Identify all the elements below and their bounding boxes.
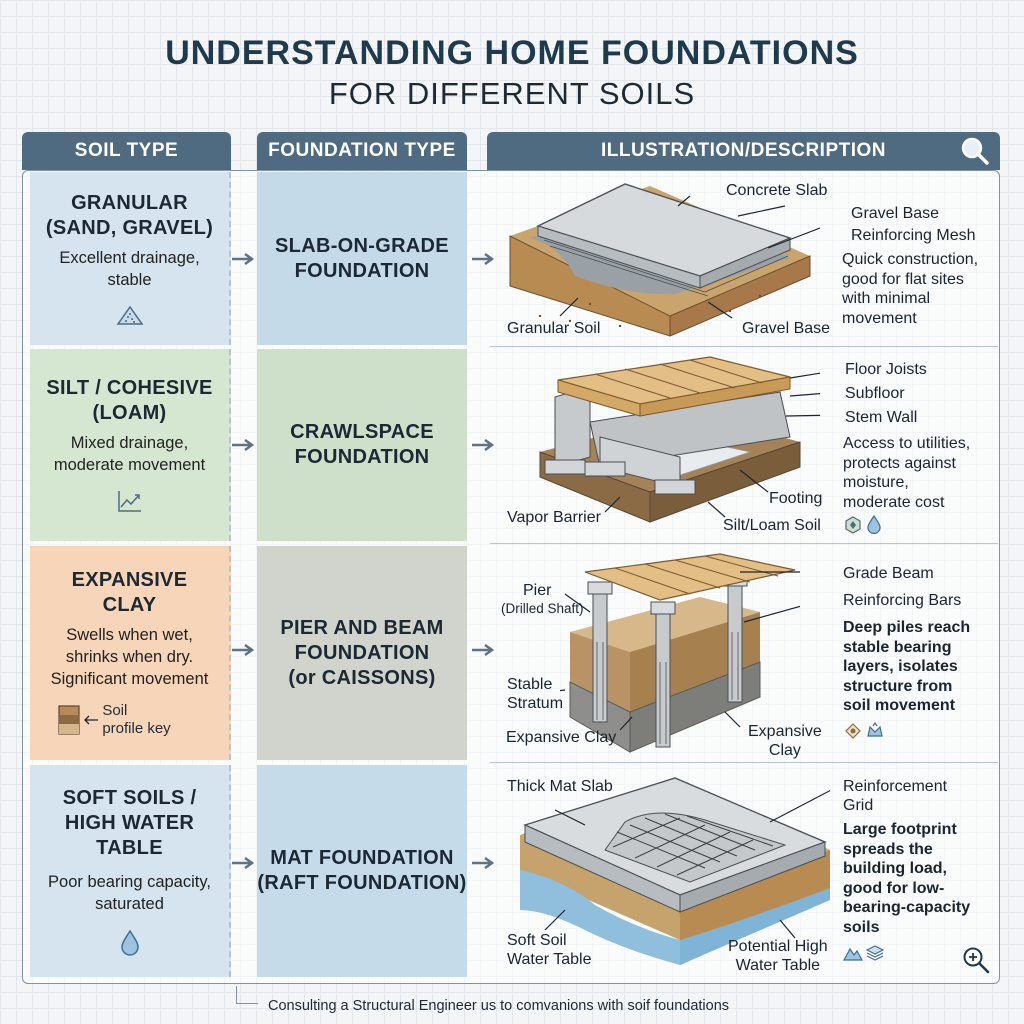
arrow-right-icon bbox=[472, 643, 495, 657]
page-title: UNDERSTANDING HOME FOUNDATIONS bbox=[165, 34, 859, 72]
soil-name: CLAY bbox=[102, 594, 157, 616]
label-gravel-base-bottom: Gravel Base bbox=[742, 320, 831, 337]
label-drilled-shaft: (Drilled Shaft) bbox=[501, 601, 584, 616]
soil-description: Swells when wet,shrinks when dry.Signifi… bbox=[50, 626, 209, 688]
water-drop-icon bbox=[120, 929, 139, 956]
foundation-name: SLAB-ON-GRADE bbox=[275, 234, 449, 257]
soil-description: Excellent drainage,stable bbox=[59, 248, 200, 289]
arrow-left-icon bbox=[84, 715, 99, 725]
label-reinforcing-mesh: Reinforcing Mesh bbox=[851, 227, 976, 244]
label-thick-mat-slab: Thick Mat Slab bbox=[507, 778, 613, 795]
slab-on-grade-illustration bbox=[509, 183, 820, 337]
soil-name: TABLE bbox=[96, 836, 163, 859]
layers-icon bbox=[866, 945, 884, 961]
soil-description: Mixed drainage,moderate movement bbox=[53, 434, 206, 474]
shield-icon bbox=[845, 516, 861, 534]
soil-name: (SAND, GRAVEL) bbox=[45, 216, 214, 239]
row-divider bbox=[490, 762, 998, 763]
soil-name: SOFT SOILS / bbox=[62, 786, 197, 809]
foundation-name: PIER AND BEAM bbox=[280, 616, 444, 639]
label-pier: Pier bbox=[523, 582, 552, 599]
soil-name: (LOAM) bbox=[92, 402, 167, 424]
row-divider bbox=[490, 543, 998, 544]
label-grade-beam: Grade Beam bbox=[843, 565, 934, 582]
foundation-name: (or CAISSONS) bbox=[288, 666, 436, 689]
foundation-name: (RAFT FOUNDATION) bbox=[257, 872, 467, 894]
arrow-right-icon bbox=[472, 438, 495, 452]
foundation-cell-mat: MAT FOUNDATION (RAFT FOUNDATION) bbox=[257, 765, 467, 977]
label-vapor-barrier: Vapor Barrier bbox=[507, 509, 601, 526]
label-gravel-base: Gravel Base bbox=[851, 205, 940, 222]
soil-name: HIGH WATER bbox=[64, 811, 195, 834]
crawlspace-illustration bbox=[539, 356, 820, 523]
header-foundation-type: FOUNDATION TYPE bbox=[257, 132, 467, 170]
foundation-cell-crawlspace: CRAWLSPACE FOUNDATION bbox=[257, 349, 467, 541]
label-stem-wall: Stem Wall bbox=[845, 409, 918, 426]
arrow-right-icon bbox=[232, 252, 255, 266]
label-silt-loam-soil: Silt/Loam Soil bbox=[723, 517, 821, 534]
header-illustration: ILLUSTRATION/DESCRIPTION bbox=[487, 132, 1000, 170]
foundation-name: FOUNDATION bbox=[294, 641, 430, 664]
footer-bracket bbox=[236, 986, 258, 1004]
arrow-right-icon bbox=[232, 643, 255, 657]
soil-description: Poor bearing capacity,saturated bbox=[48, 872, 211, 913]
foundation-name: CRAWLSPACE bbox=[290, 421, 434, 443]
crown-icon bbox=[867, 722, 883, 737]
soil-key-icon bbox=[58, 705, 80, 735]
label-subfloor: Subfloor bbox=[845, 385, 905, 402]
label-concrete-slab: Concrete Slab bbox=[726, 182, 828, 199]
soil-cell-soft-soils: SOFT SOILS / HIGH WATER TABLE Poor beari… bbox=[30, 765, 231, 977]
pier-beam-illustration bbox=[560, 553, 800, 753]
soil-cell-expansive-clay: EXPANSIVE CLAY Swells when wet,shrinks w… bbox=[30, 546, 231, 760]
foundation-name: FOUNDATION bbox=[294, 259, 430, 282]
trend-chart-icon bbox=[117, 491, 141, 512]
header-soil-type: SOIL TYPE bbox=[22, 132, 231, 170]
row-divider bbox=[490, 346, 998, 347]
soil-name: GRANULAR bbox=[71, 191, 188, 214]
arrow-right-icon bbox=[232, 856, 255, 870]
soil-name: EXPANSIVE bbox=[71, 569, 188, 591]
soil-cell-granular: GRANULAR (SAND, GRAVEL) Excellent draina… bbox=[30, 172, 231, 345]
foundation-cell-pier-beam: PIER AND BEAM FOUNDATION (or CAISSONS) bbox=[257, 546, 467, 760]
page-subtitle: FOR DIFFERENT SOILS bbox=[328, 76, 696, 111]
label-reinforcing-bars: Reinforcing Bars bbox=[843, 592, 962, 609]
arrow-right-icon bbox=[232, 438, 255, 452]
water-drop-icon bbox=[867, 515, 881, 534]
zoom-in-icon[interactable] bbox=[962, 946, 990, 974]
arrow-right-icon bbox=[472, 856, 495, 870]
foundation-name: FOUNDATION bbox=[294, 446, 430, 468]
label-footing: Footing bbox=[769, 490, 823, 507]
sand-pile-icon bbox=[116, 305, 143, 325]
diamond-icon bbox=[845, 723, 861, 739]
header-illustration-label: ILLUSTRATION/DESCRIPTION bbox=[600, 140, 887, 161]
soil-name: SILT / COHESIVE bbox=[46, 377, 213, 399]
magnifier-icon[interactable] bbox=[960, 136, 990, 166]
mountain-icon bbox=[843, 947, 863, 961]
label-floor-joists: Floor Joists bbox=[845, 361, 927, 378]
label-expansive-clay: Expansive Clay bbox=[506, 729, 617, 746]
footer-note: Consulting a Structural Engineer us to c… bbox=[268, 998, 730, 1014]
foundation-name: MAT FOUNDATION bbox=[270, 847, 454, 869]
arrow-right-icon bbox=[472, 252, 495, 266]
soil-cell-silt: SILT / COHESIVE (LOAM) Mixed drainage,mo… bbox=[30, 349, 231, 541]
label-granular-soil: Granular Soil bbox=[507, 320, 601, 337]
foundation-cell-slab: SLAB-ON-GRADE FOUNDATION bbox=[257, 172, 467, 345]
mat-foundation-illustration bbox=[520, 777, 830, 965]
